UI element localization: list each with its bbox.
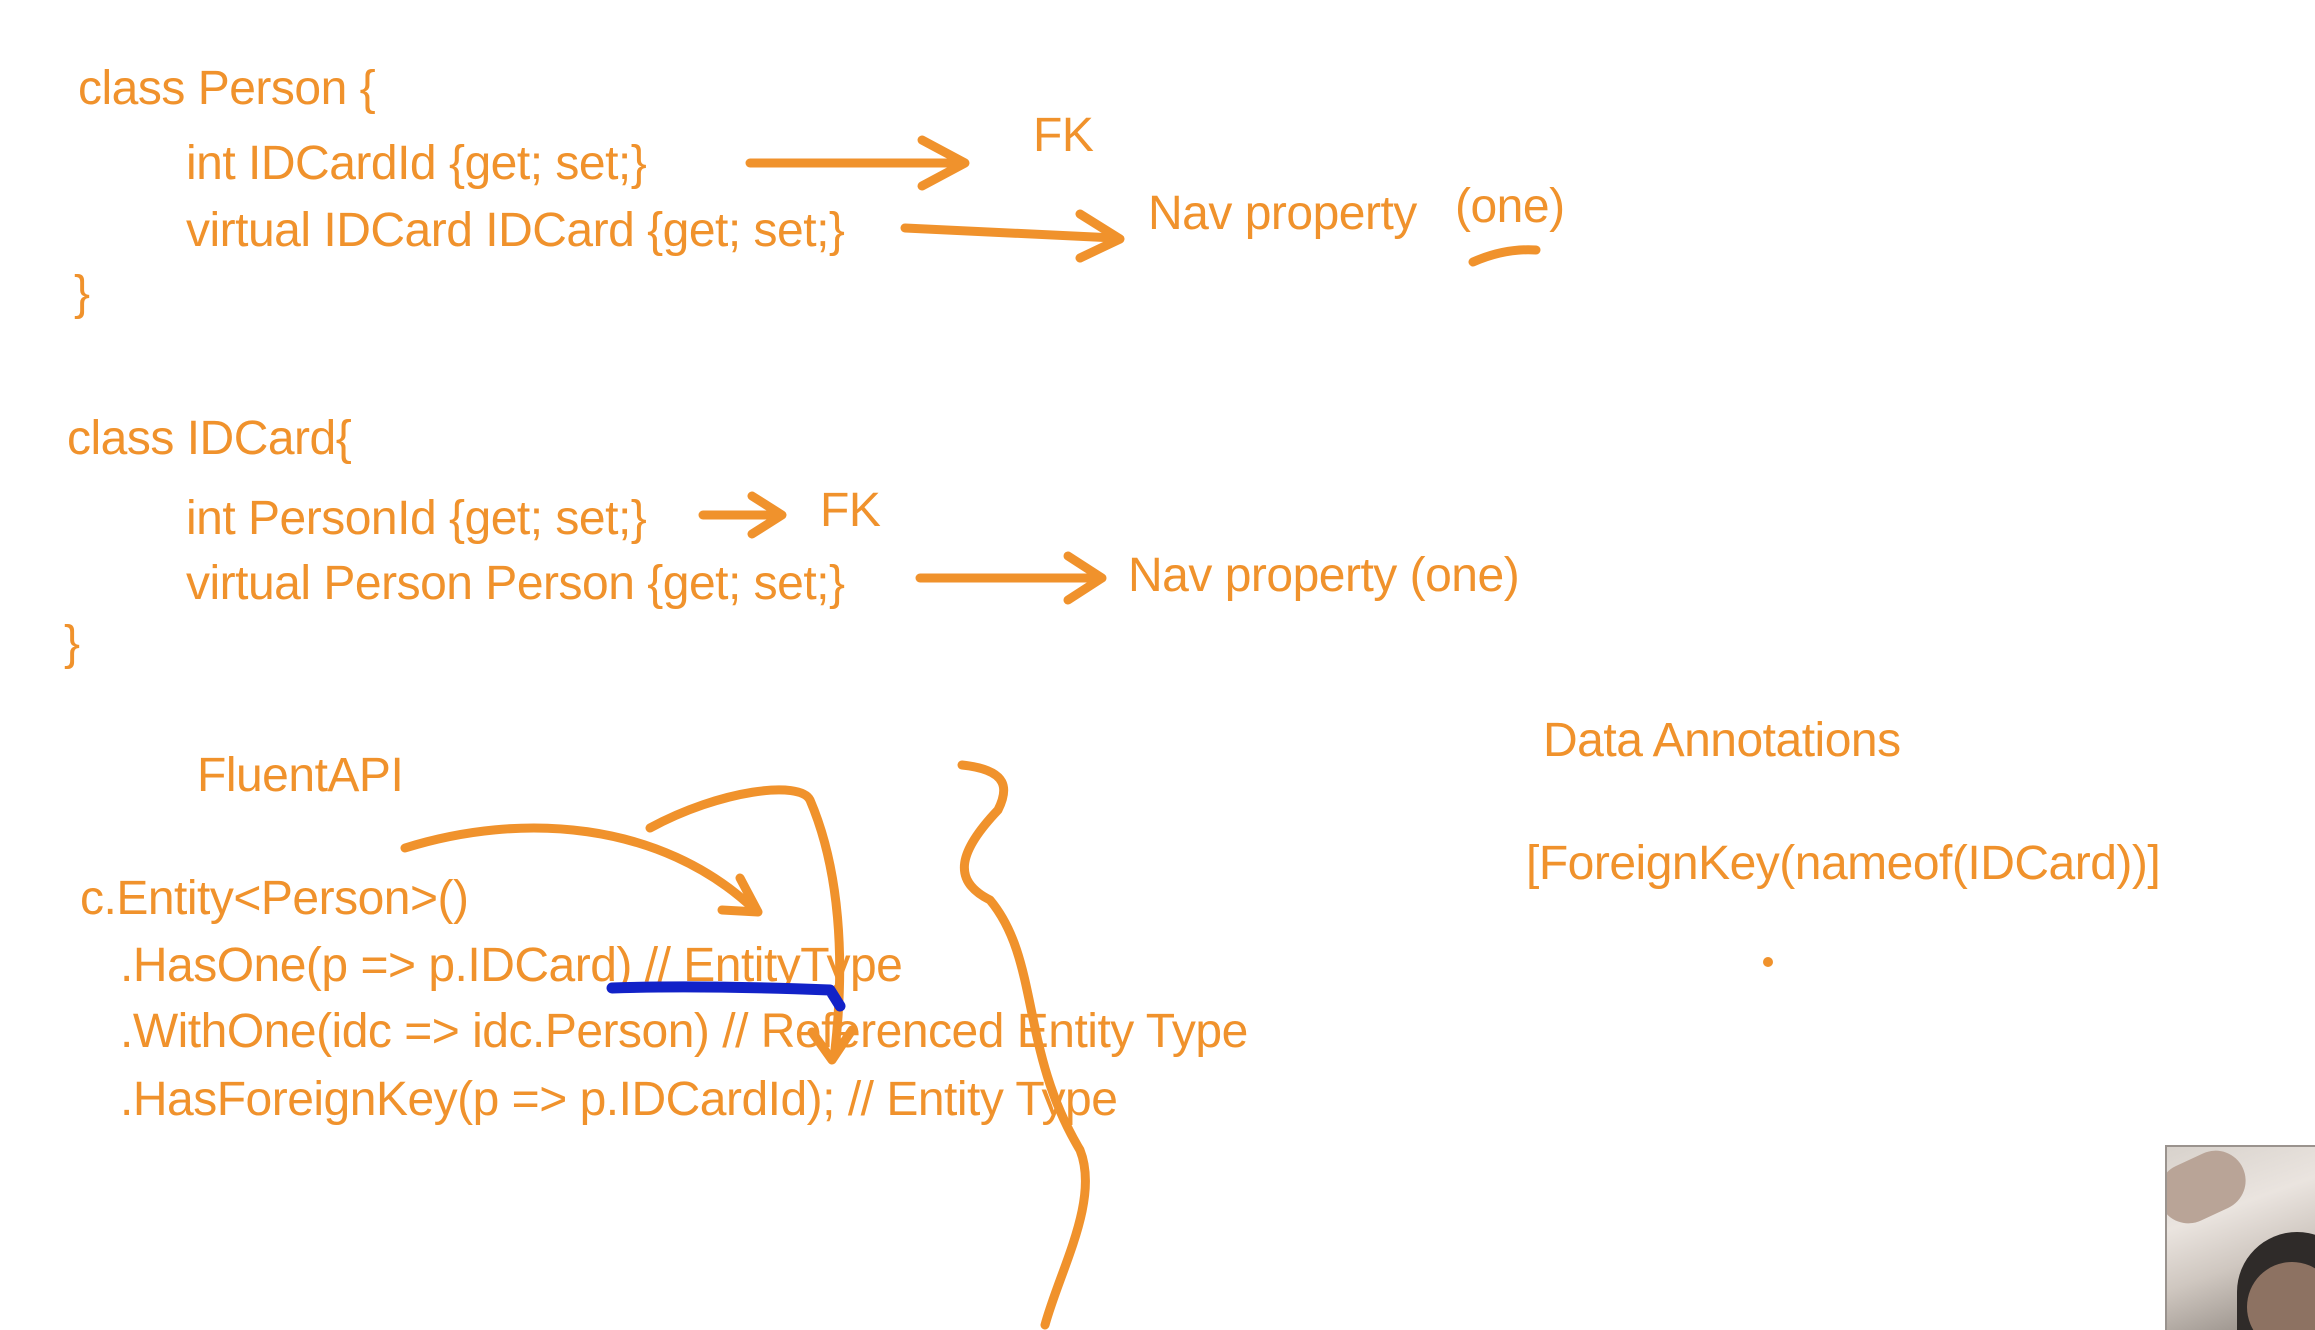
arrow-to-nav-2-head xyxy=(1063,551,1107,605)
dot-mark xyxy=(1763,957,1773,967)
underline-one xyxy=(1468,245,1541,267)
data-annotations-line-1: [ForeignKey(nameof(IDCard))] xyxy=(1526,837,2161,890)
data-annotations-heading: Data Annotations xyxy=(1543,714,1901,767)
nav-property-paren-1: (one) xyxy=(1455,180,1565,233)
arrow-to-nav-1 xyxy=(900,223,1120,243)
webcam-arm xyxy=(2167,1147,2256,1234)
idcard-class-line-1: class IDCard{ xyxy=(67,412,352,465)
fluent-api-line-3: .WithOne(idc => idc.Person) // Reference… xyxy=(120,1005,1248,1058)
arrow-to-fk-2-head xyxy=(747,491,787,539)
nav-property-label-1: Nav property xyxy=(1148,187,1417,240)
person-class-line-4: } xyxy=(74,267,90,320)
nav-property-label-2: Nav property (one) xyxy=(1128,549,1520,602)
fluent-api-heading: FluentAPI xyxy=(197,749,404,802)
fluent-api-line-4: .HasForeignKey(p => p.IDCardId); // Enti… xyxy=(120,1073,1118,1126)
person-class-line-2: int IDCardId {get; set;} xyxy=(186,137,647,190)
idcard-class-line-2: int PersonId {get; set;} xyxy=(186,492,647,545)
fk-label-2: FK xyxy=(820,484,881,537)
arrow-to-nav-1-head xyxy=(1075,209,1125,263)
curve-arrow-entity-head xyxy=(717,873,763,917)
idcard-class-line-4: } xyxy=(64,617,80,670)
person-class-line-1: class Person { xyxy=(78,62,376,115)
fluent-api-line-1: c.Entity<Person>() xyxy=(80,872,469,925)
fluent-api-line-2: .HasOne(p => p.IDCard) // EntityType xyxy=(120,939,903,992)
fk-label-1: FK xyxy=(1033,109,1094,162)
person-class-line-3: virtual IDCard IDCard {get; set;} xyxy=(186,204,845,257)
idcard-class-line-3: virtual Person Person {get; set;} xyxy=(186,557,845,610)
presenter-webcam-icon xyxy=(2165,1145,2315,1330)
arrow-to-fk-1-head xyxy=(917,135,970,191)
